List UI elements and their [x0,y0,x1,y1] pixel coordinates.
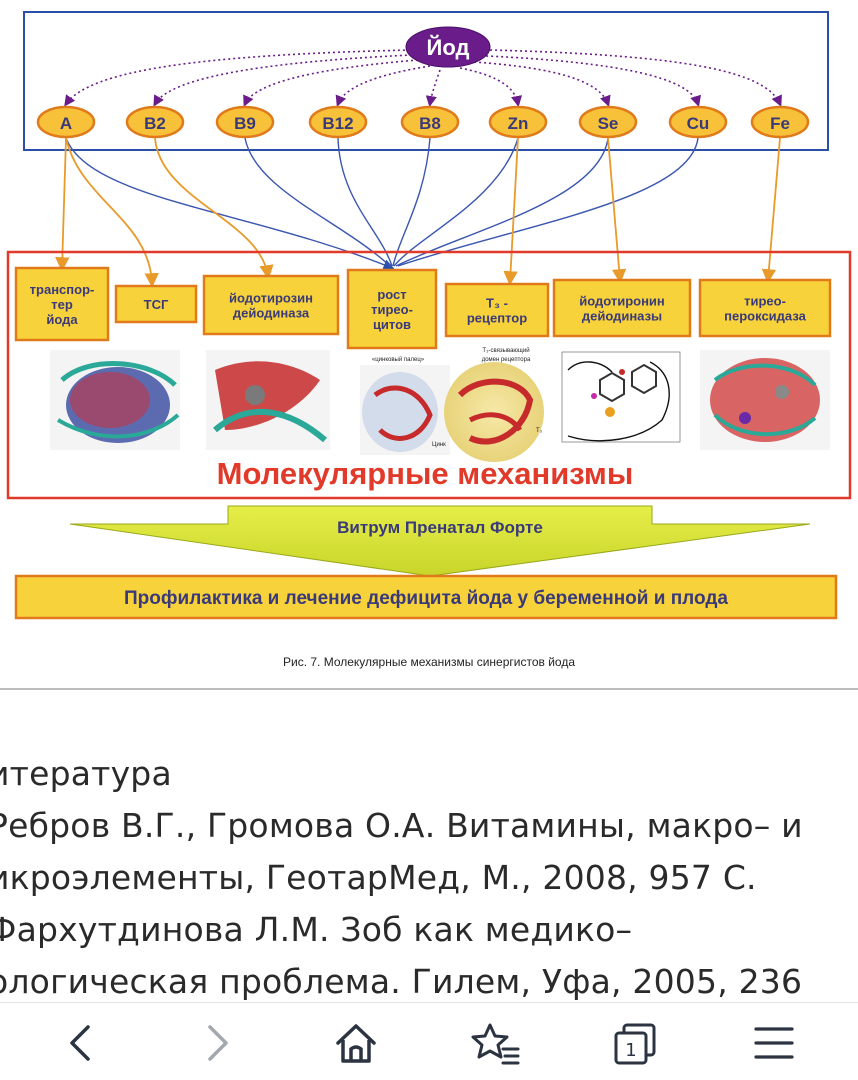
reference-line: Фархутдинова Л.М. Зоб как медико– [0,910,633,949]
element-node-label: B2 [144,114,166,133]
mechanism-box: тирео-пероксидаза [698,278,832,338]
mechanism-box-label: рецептор [467,311,527,326]
figure-caption: Рис. 7. Молекулярные механизмы синергист… [282,655,576,669]
iodine-links [64,49,782,108]
element-node-label: B9 [234,114,256,133]
element-ovals: A B2 B9 B12 B8 Zn Se Cu Fe [36,105,810,139]
mechanism-box-label: йода [46,312,78,327]
bookmarks-button[interactable] [448,1009,544,1077]
reference-line: ологическая проблема. Гилем, Уфа, 2005, … [0,962,803,1001]
section-divider [0,688,858,690]
mechanism-box-label: транспор- [30,282,95,297]
mechanism-box-label: Т₃ - [486,296,508,311]
protein-label-left: «цинковый палец» [372,356,425,363]
element-node-zn: Zn [488,105,548,139]
mechanism-box-label: йодотирозин [229,291,313,306]
mechanism-box-label: дейодиназа [233,306,310,321]
mechanism-box-label: тирео- [744,294,786,309]
reference-line: икроэлементы, ГеотарМед, М., 2008, 957 С… [0,858,757,897]
references-heading: итература [0,754,172,793]
home-icon [336,1024,376,1063]
mechanism-box-label: цитов [373,317,411,332]
tabs-button[interactable]: 1 [588,1009,684,1077]
reference-line: Ребров В.Г., Громова О.А. Витамины, макр… [0,806,803,845]
lime-arrow [69,505,811,577]
protein-small-label-t3: Т₃ [536,428,543,434]
hamburger-menu-icon [754,1027,794,1059]
protein-image-transporter [50,350,180,450]
element-node-label: Se [598,114,619,133]
navbar-divider [0,1002,858,1003]
mechanism-box-label: йодотиронин [579,294,665,309]
protein-images: «цинковый палец» Цинк Т₃-связывающий дом… [50,347,830,462]
element-node-label: Zn [508,114,529,133]
orange-links [55,137,781,288]
element-node-label: B8 [419,114,441,133]
forward-arrow-icon [208,1025,228,1061]
forward-button[interactable] [170,1009,266,1077]
browser-navbar: 1 [0,1003,858,1080]
tabs-count: 1 [625,1040,636,1061]
back-button[interactable] [32,1009,128,1077]
element-node-b9: B9 [215,105,275,139]
element-node-b8: B8 [400,105,460,139]
mechanism-box-label: рост [377,287,406,302]
tabs-icon: 1 [614,1023,656,1065]
mechanism-box-label: тирео- [371,302,413,317]
mechanism-box-label: пероксидаза [724,309,806,324]
menu-button[interactable] [726,1009,822,1077]
protein-small-label-zinc: Цинк [432,442,446,448]
references-section: итература Ребров В.Г., Громова О.А. Вита… [0,748,858,1008]
protein-label-right-2: домен рецептора [482,357,531,363]
protein-image-t3-domain: Т₃-связывающий домен рецептора Т₃ [444,347,544,462]
element-node-label: B12 [322,114,353,133]
element-node-b12: B12 [308,105,368,139]
arrow-label: Витрум Пренатал Форте [337,518,543,537]
element-node-se: Se [578,105,638,139]
element-node-a: A [36,105,96,139]
element-node-fe: Fe [750,105,810,139]
protein-image-deiodinase [206,350,330,450]
mechanism-box-label: ТСГ [144,297,169,312]
mechanism-box-label: тер [51,297,73,312]
mechanism-box: ТСГ [114,284,198,324]
element-node-b2: B2 [125,105,185,139]
star-list-icon [471,1023,520,1065]
prevention-box [14,574,838,620]
home-button[interactable] [308,1009,404,1077]
element-node-label: Cu [687,114,710,133]
main-title: Молекулярные механизмы [217,456,634,491]
element-node-cu: Cu [668,105,728,139]
prevention-label: Профилактика и лечение дефицита йода у б… [124,588,728,609]
protein-image-peroxidase [700,350,830,450]
mechanism-box-label: дейодиназы [582,309,662,324]
element-node-label: Fe [770,114,790,133]
protein-image-molecule [561,351,681,443]
mechanisms-frame [6,250,852,500]
iodine-node-label: Йод [427,35,470,60]
iodine-node [405,26,491,68]
protein-image-zinc-finger: «цинковый палец» Цинк [360,356,450,455]
element-node-label: A [60,114,72,133]
mechanism-box: Т₃ -рецептор [444,282,550,338]
protein-label-right-1: Т₃-связывающий [482,347,529,354]
back-arrow-icon [70,1025,90,1061]
